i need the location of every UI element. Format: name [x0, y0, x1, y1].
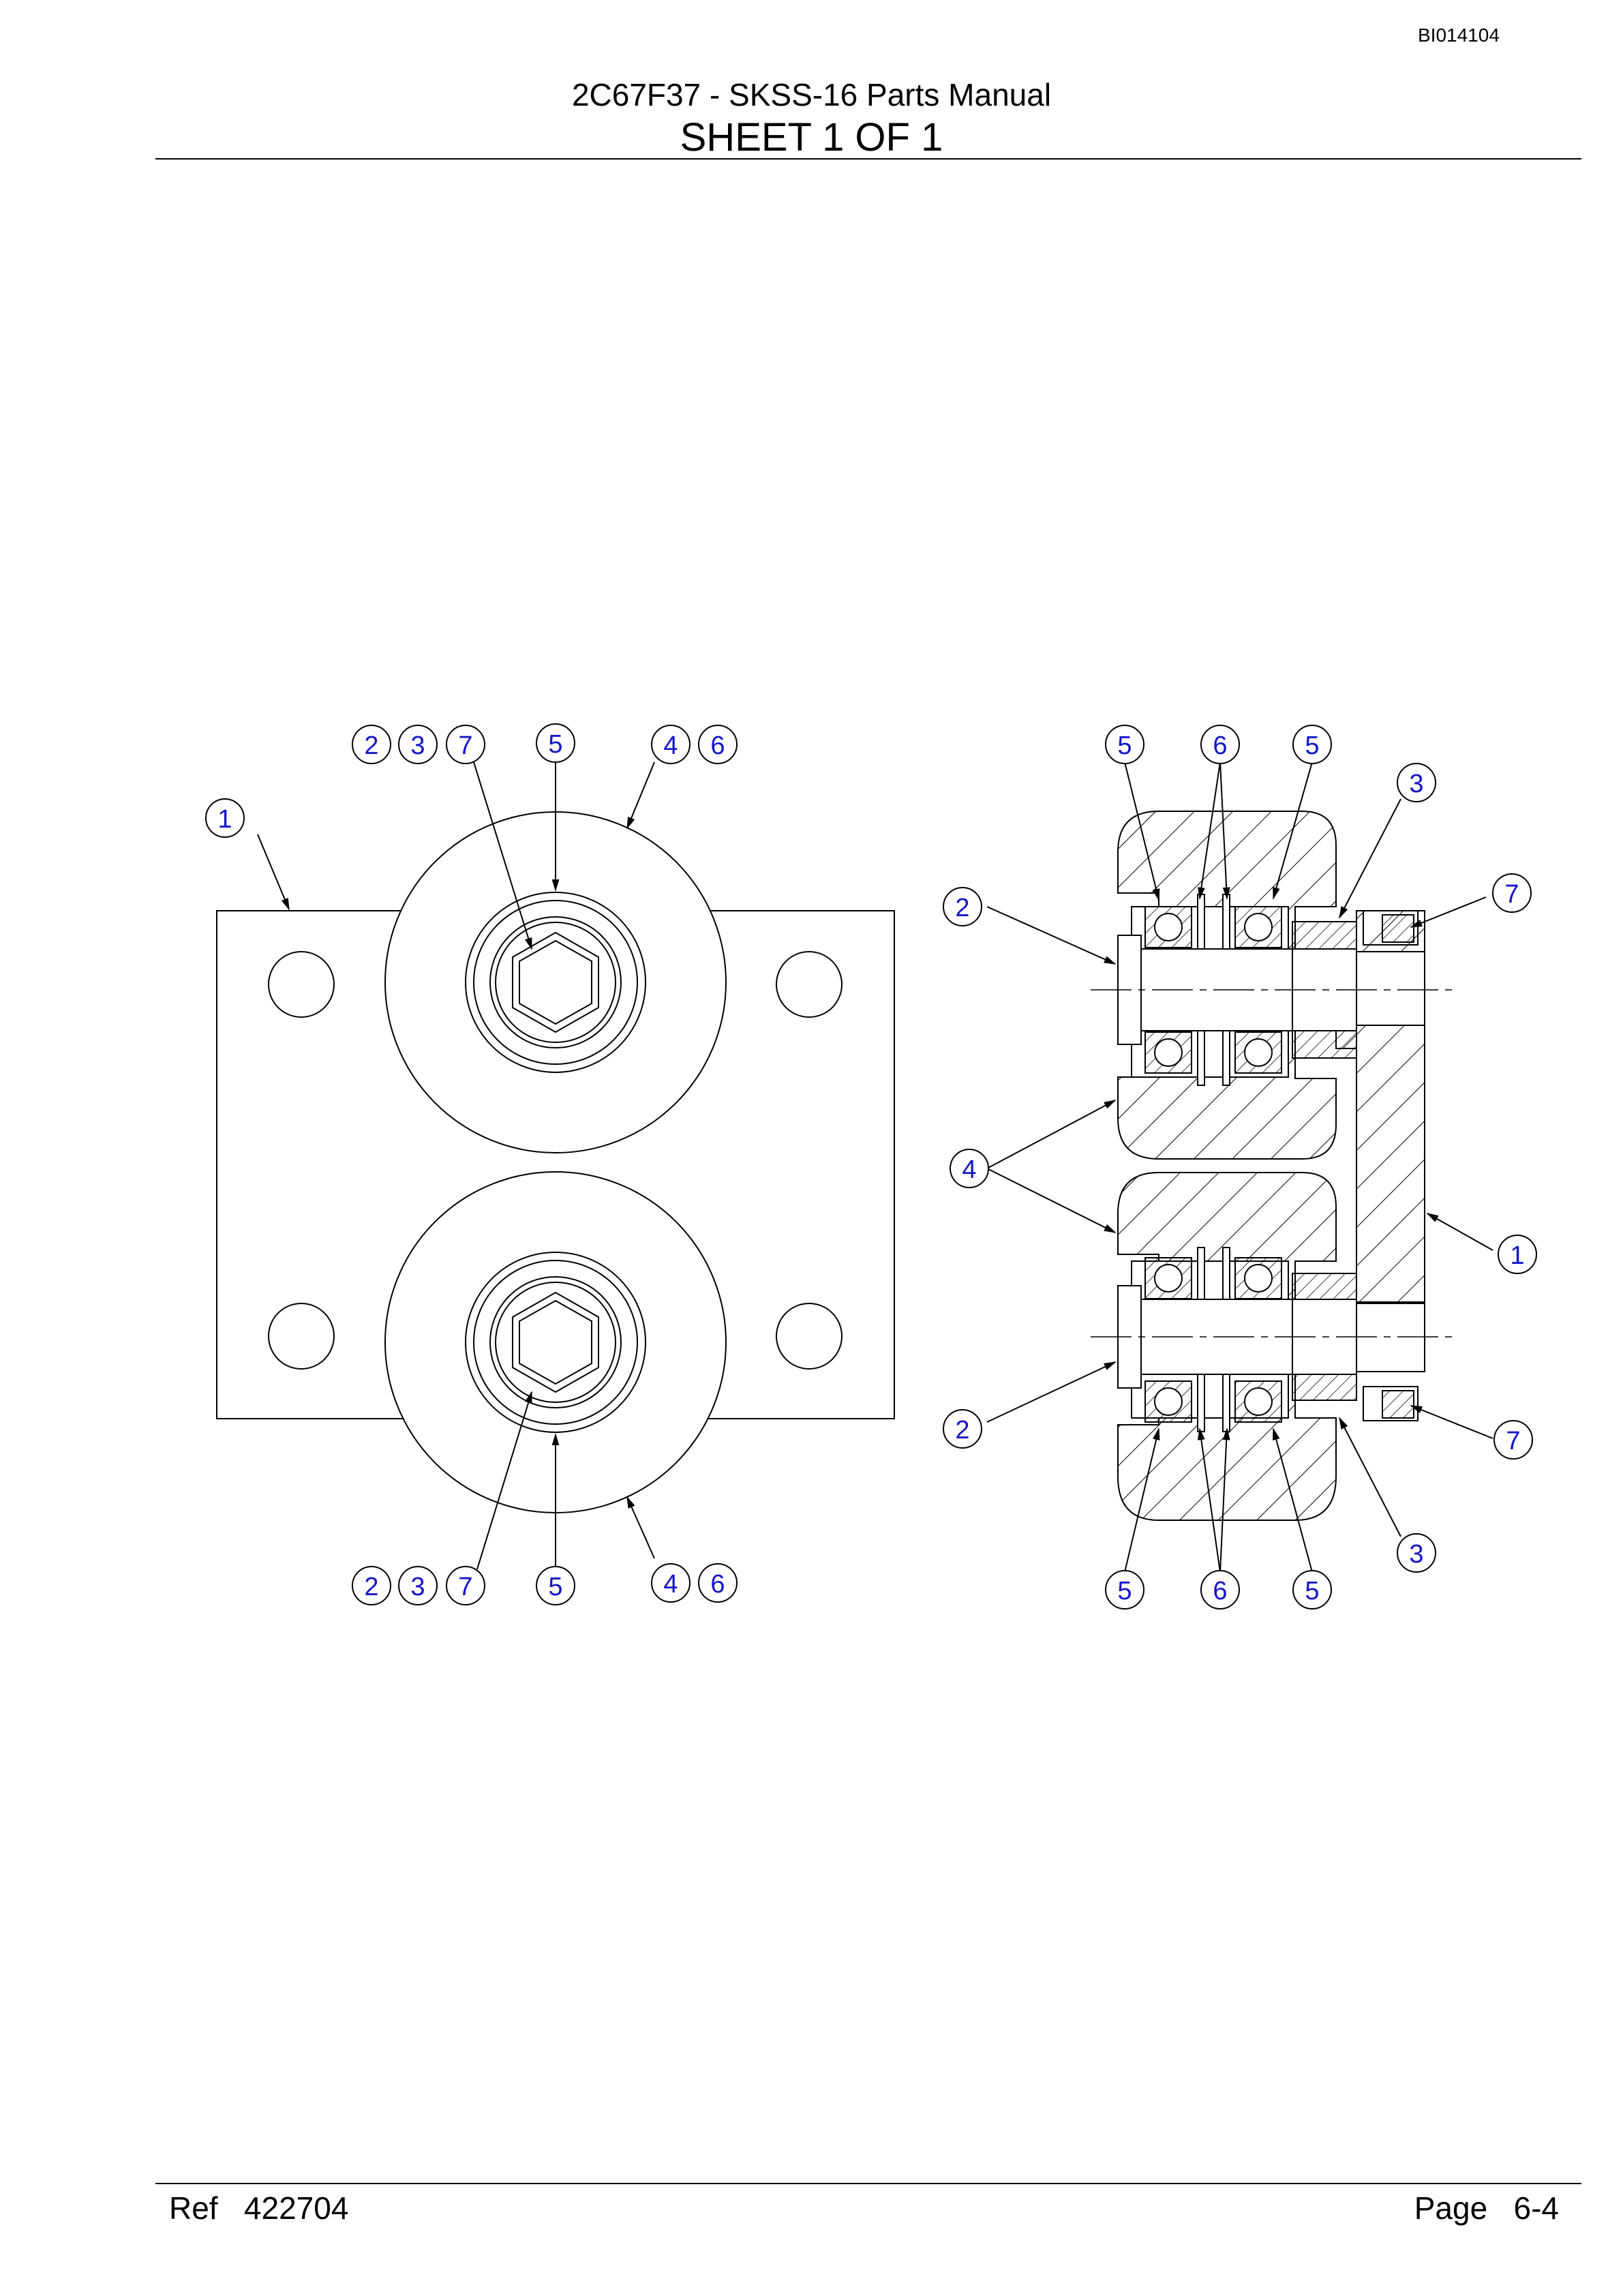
reference-number: Ref 422704 — [169, 2190, 349, 2226]
mounting-hole — [776, 951, 843, 1018]
callout-6: 6 — [710, 1570, 725, 1599]
callout-1: 1 — [217, 805, 232, 834]
callout-5: 5 — [1117, 731, 1132, 760]
callout-2: 2 — [364, 1573, 378, 1601]
roller-top — [384, 811, 727, 1153]
sheet-label: SHEET 1 OF 1 — [680, 115, 943, 160]
callout-4: 4 — [962, 1155, 976, 1184]
page-number: Page 6-4 — [1414, 2190, 1559, 2226]
callout-5: 5 — [1305, 1577, 1319, 1605]
callout-7: 7 — [1504, 880, 1519, 909]
callout-7: 7 — [1506, 1427, 1520, 1455]
callout-2: 2 — [364, 731, 378, 760]
callout-7: 7 — [458, 731, 472, 760]
document-title: 2C67F37 - SKSS-16 Parts Manual — [571, 77, 1052, 112]
section-view — [1091, 811, 1452, 1521]
front-balloons — [205, 723, 738, 1605]
callout-3: 3 — [1409, 770, 1423, 798]
callout-3: 3 — [410, 1573, 425, 1601]
roller-bottom — [384, 1171, 727, 1513]
callout-7: 7 — [458, 1573, 472, 1601]
callout-4: 4 — [663, 1570, 678, 1599]
callout-3: 3 — [410, 731, 425, 760]
header-rule — [155, 158, 1581, 160]
callout-1: 1 — [1510, 1241, 1524, 1270]
section-balloons — [943, 725, 1537, 1610]
callout-5: 5 — [1305, 731, 1319, 760]
callout-5: 5 — [548, 1573, 562, 1601]
callout-2: 2 — [955, 894, 969, 922]
section-balloon-labels: 5 6 5 3 7 2 4 2 1 7 3 5 6 5 — [955, 731, 1524, 1605]
front-leaders — [257, 761, 655, 1570]
footer-rule — [155, 2183, 1581, 2184]
callout-5: 5 — [548, 730, 562, 759]
callout-5: 5 — [1117, 1577, 1132, 1605]
mounting-hole — [268, 1303, 335, 1370]
front-view — [216, 811, 895, 1513]
callout-6: 6 — [1213, 1577, 1227, 1605]
mounting-hole — [776, 1303, 843, 1370]
callout-4: 4 — [663, 731, 678, 760]
document-id: BI014104 — [1418, 25, 1500, 46]
front-balloon-labels: 2 3 7 5 4 6 1 2 3 7 5 4 6 — [217, 730, 725, 1601]
section-leaders — [986, 761, 1493, 1573]
callout-2: 2 — [955, 1416, 969, 1445]
callout-3: 3 — [1409, 1540, 1423, 1569]
mounting-hole — [268, 951, 335, 1018]
callout-6: 6 — [710, 731, 725, 760]
callout-6: 6 — [1213, 731, 1227, 760]
